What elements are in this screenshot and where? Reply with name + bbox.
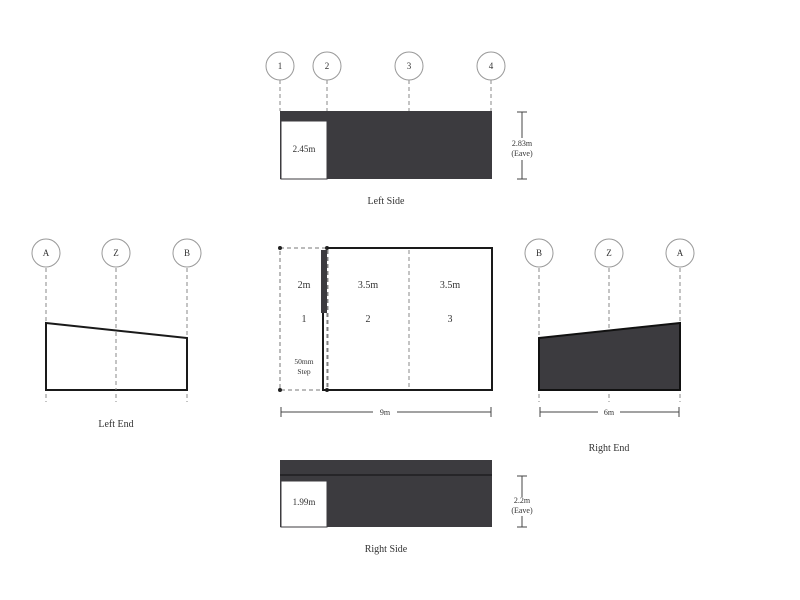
right-end-title: Right End	[589, 443, 630, 454]
right-end-elevation: B Z A 6m Right End	[524, 238, 695, 454]
grid-bubble-B	[172, 238, 202, 268]
grid-label-B: B	[536, 248, 542, 258]
plan-partition-wall	[321, 250, 327, 313]
right-side-door-opening	[280, 480, 328, 528]
right-side-door-height: 1.99m	[293, 497, 316, 507]
right-side-eave-height: 2.2m	[514, 496, 531, 505]
grid-bubble-Z	[101, 238, 131, 268]
plan-bay-3-width: 3.5m	[440, 280, 461, 291]
grid-label-Z: Z	[113, 248, 119, 258]
grid-bubble-Z	[594, 238, 624, 268]
grid-bubble-B	[524, 238, 554, 268]
right-side-eave-label: (Eave)	[511, 506, 533, 515]
grid-bubble-3	[394, 51, 424, 81]
right-end-width: 6m	[604, 408, 615, 417]
grid-label-A: A	[43, 248, 50, 258]
plan-step-note: 50mm	[294, 357, 313, 366]
grid-label-4: 4	[489, 61, 494, 71]
grid-label-Z: Z	[606, 248, 612, 258]
left-side-eave-label: (Eave)	[511, 149, 533, 158]
grid-bubble-2	[312, 51, 342, 81]
grid-bubble-A	[31, 238, 61, 268]
grid-bubble-1	[265, 51, 295, 81]
plan-corner-marker	[278, 246, 282, 250]
plan-bay-2-number: 2	[366, 314, 371, 325]
left-side-elevation: 1 2 3 4 2.45m 2.83m (Eave) Left Side	[265, 51, 533, 207]
right-end-wall	[538, 321, 681, 391]
right-side-elevation: 1.99m 2.2m (Eave) Right Side	[280, 460, 533, 555]
left-side-door-opening	[280, 120, 328, 180]
plan-bay-1-number: 1	[302, 314, 307, 325]
floor-plan: 2m 1 50mm Step 3.5m 2 3.5m 3 9m	[278, 246, 493, 417]
plan-bay-3-number: 3	[448, 314, 453, 325]
grid-label-2: 2	[325, 61, 330, 71]
left-side-title: Left Side	[368, 196, 405, 207]
plan-step-note-line2: Step	[297, 367, 311, 376]
plan-bay-1-width: 2m	[298, 280, 311, 291]
grid-label-A: A	[677, 248, 684, 258]
plan-corner-marker	[278, 388, 282, 392]
grid-label-3: 3	[407, 61, 412, 71]
plan-bay-1-step-outline	[279, 247, 328, 391]
left-end-elevation: A Z B Left End	[31, 238, 202, 430]
right-side-title: Right Side	[365, 544, 408, 555]
grid-label-1: 1	[278, 61, 283, 71]
grid-label-B: B	[184, 248, 190, 258]
plan-outline	[322, 247, 493, 391]
left-end-title: Left End	[98, 419, 133, 430]
plan-bay-2-width: 3.5m	[358, 280, 379, 291]
plan-total-length: 9m	[380, 408, 391, 417]
grid-bubble-A	[665, 238, 695, 268]
left-side-eave-height: 2.83m	[512, 139, 533, 148]
left-side-door-height: 2.45m	[293, 144, 316, 154]
grid-bubble-4	[476, 51, 506, 81]
